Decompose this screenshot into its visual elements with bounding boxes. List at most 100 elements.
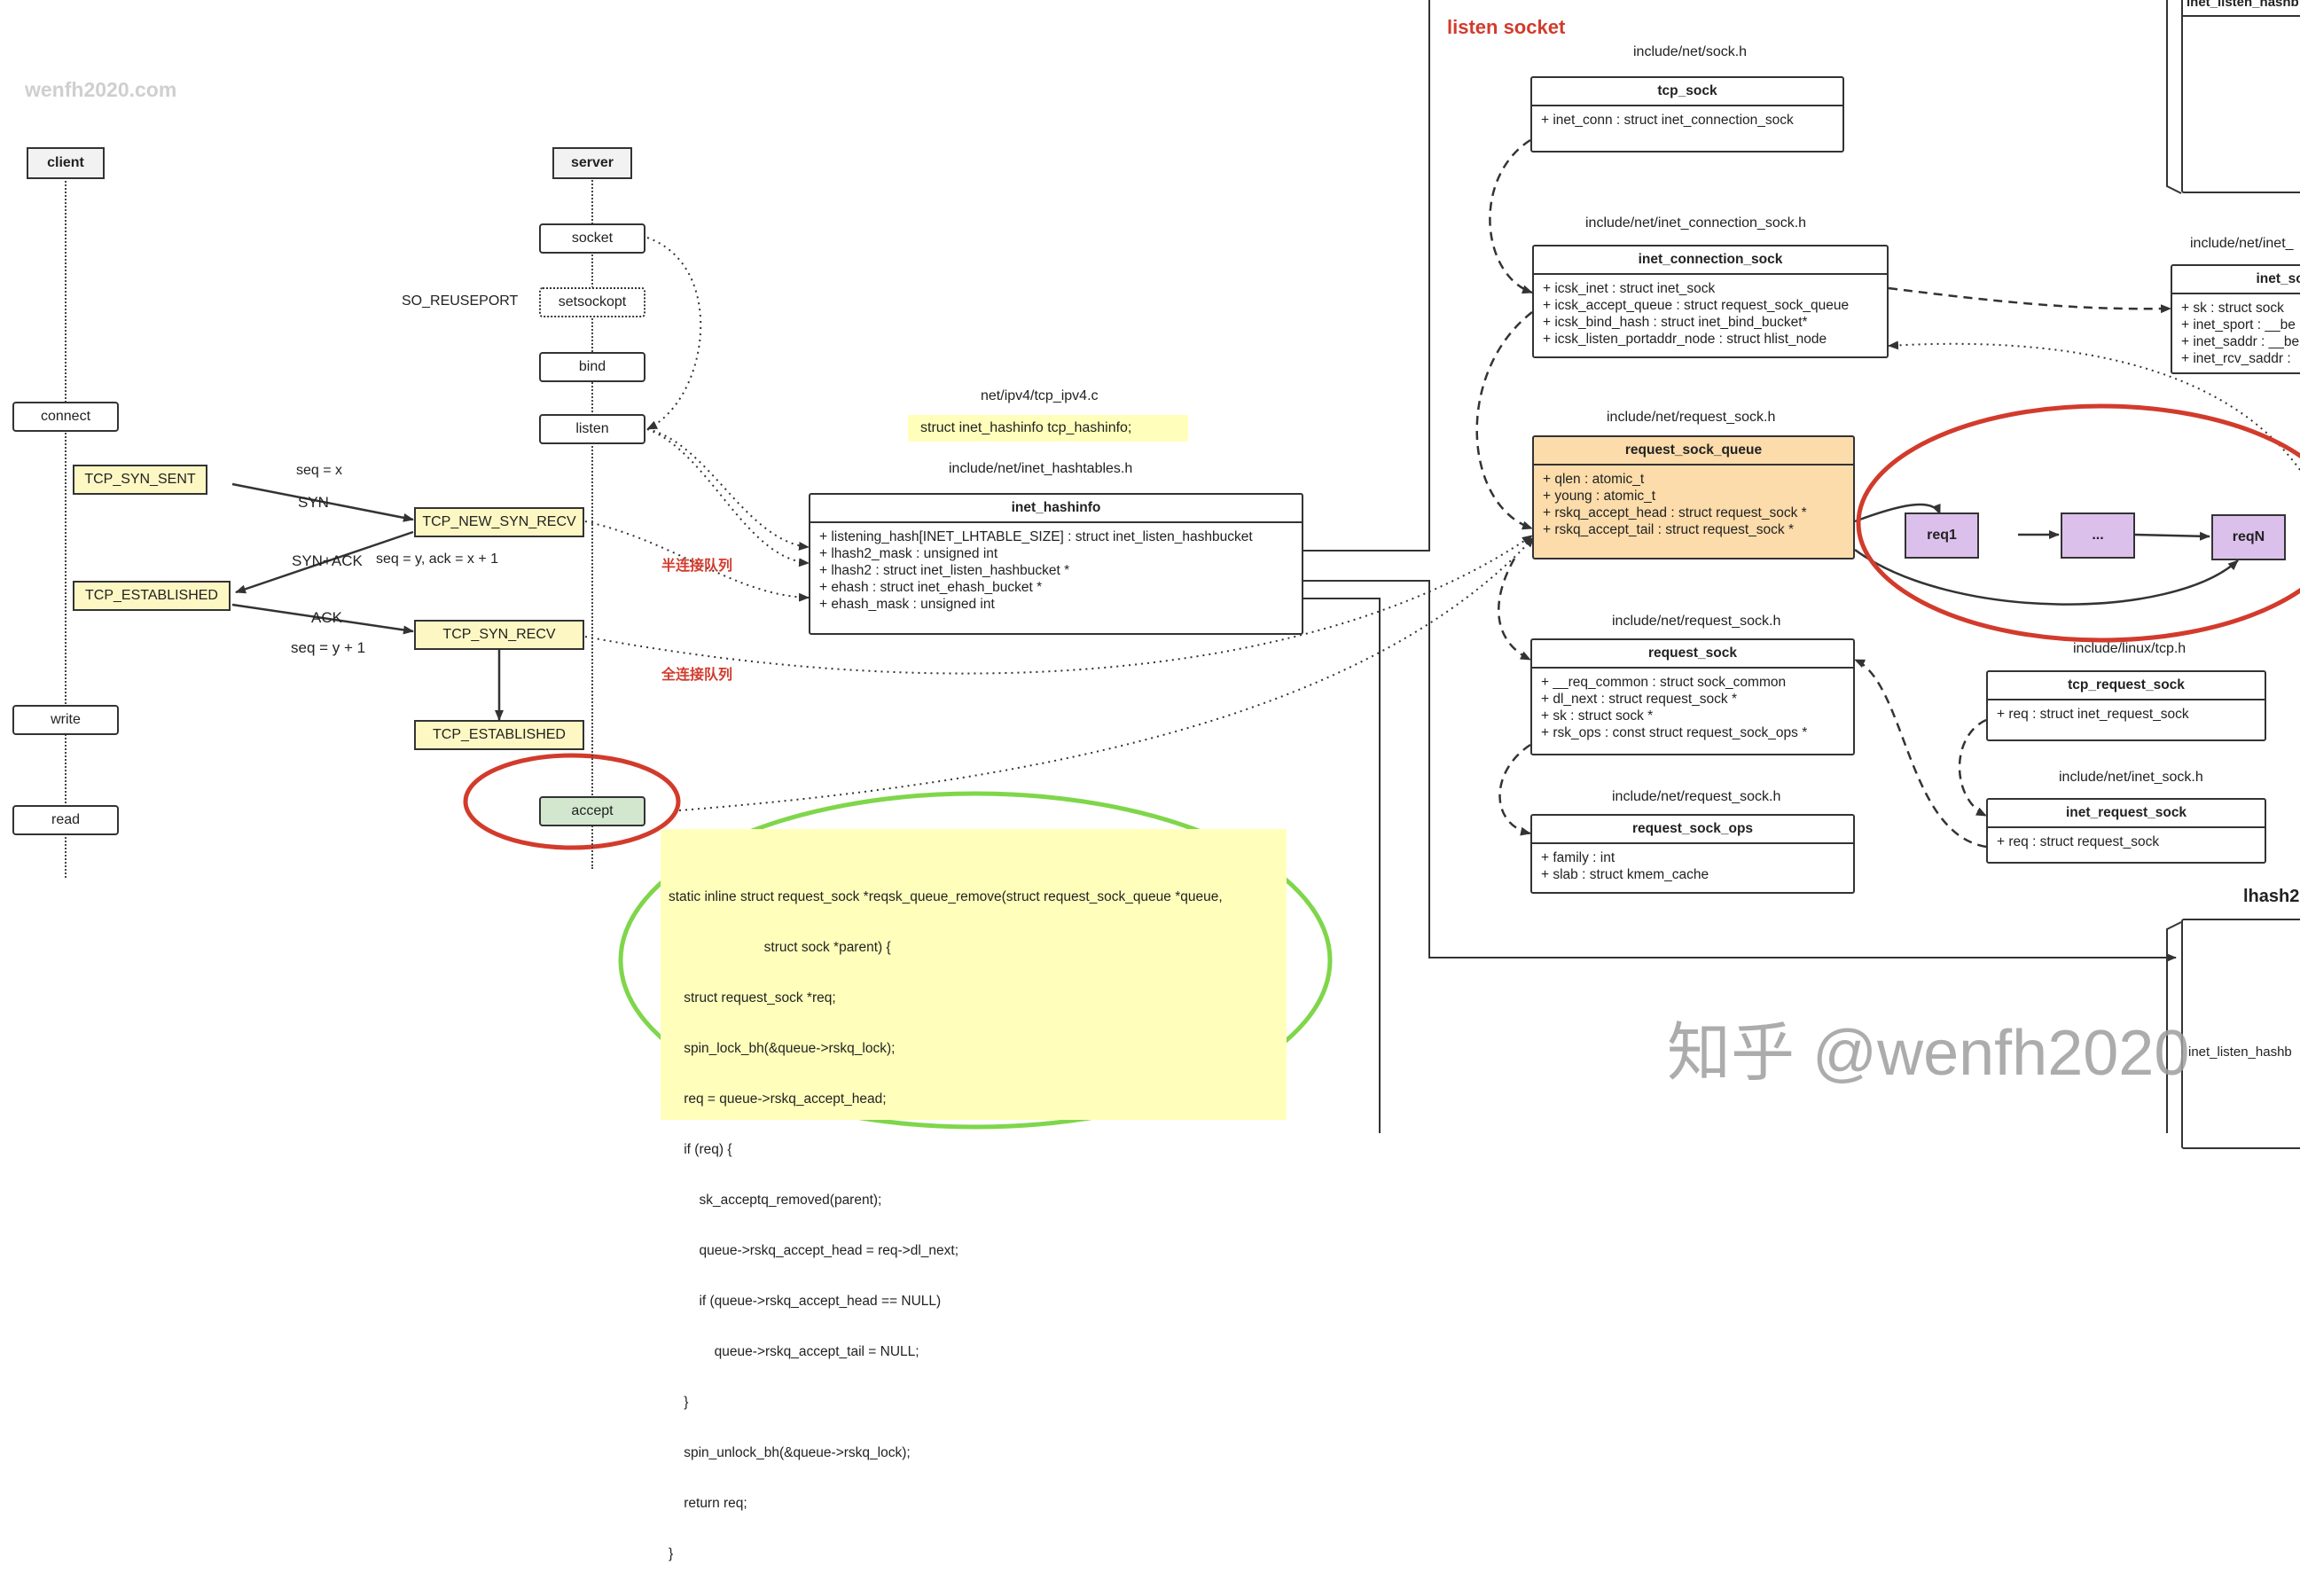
syn-arrow [231,482,414,522]
right-inet-sock-field: + inet_saddr : __be [2181,334,2300,349]
icsk-field: + icsk_bind_hash : struct inet_bind_buck… [1543,315,1808,330]
client-lifeline [65,177,66,878]
request-sock-to-ops-link [1498,743,1531,836]
tcp-sock-fields: + inet_conn : struct inet_connection_soc… [1532,106,1842,134]
syn-recv-to-queue-link [584,535,1533,675]
request-sock-ops-struct: request_sock_ops + family : int + slab :… [1530,814,1855,894]
hashinfo-field: + ehash_mask : unsigned int [819,597,995,612]
icsk-to-queue-link [1475,311,1533,530]
queue-field: + qlen : atomic_t [1543,472,1645,487]
reqn-node: reqN [2211,514,2286,560]
right-bottom-title: inet_listen_hashb [2188,1044,2292,1060]
right-inet-sock-file-label: include/net/inet_ [2190,236,2294,251]
ack-arrow [231,603,414,635]
tcp-ipv4-file-label: net/ipv4/tcp_ipv4.c [981,388,1099,403]
queue-to-request-sock-link [1497,558,1531,661]
inet-request-sock-file-label: include/net/inet_sock.h [2059,770,2203,785]
inet-request-to-request-sock-link [1854,658,1987,849]
request-sock-ops-fields: + family : int + slab : struct kmem_cach… [1532,844,1853,888]
queue-to-req1-arrow [1854,503,1942,523]
inet-request-sock-title: inet_request_sock [1988,800,2265,828]
inet-connection-sock-struct: inet_connection_sock + icsk_inet : struc… [1532,245,1889,358]
state-established-client: TCP_ESTABLISHED [73,581,231,611]
hashinfo-to-listen-socket-line [1303,0,1430,552]
code-line: return req; [669,1496,747,1511]
state-established-server: TCP_ESTABLISHED [414,720,584,750]
queue-tail-to-reqn-arrow [1854,548,2239,606]
right-inet-sock-field: + sk : struct sock [2181,301,2284,316]
inet-hashinfo-title: inet_hashinfo [810,495,1302,523]
icsk-file-label: include/net/inet_connection_sock.h [1585,215,1807,231]
seq-y1-label: seq = y + 1 [291,639,366,656]
accept-highlight-ellipse [463,753,681,850]
socket-step: socket [539,223,645,254]
request-sock-fields: + __req_common : struct sock_common + dl… [1532,669,1853,747]
code-block: static inline struct request_sock *reqsk… [669,855,1223,1596]
right-inet-sock-fields: + sk : struct sock + inet_sport : __be +… [2172,294,2300,372]
req1-node: req1 [1905,512,1979,559]
hashinfo-field: + lhash2 : struct inet_listen_hashbucket… [819,563,1070,578]
queue-file-label: include/net/request_sock.h [1607,410,1776,425]
lhash2-label: lhash2 [2243,887,2300,906]
tcp-sock-to-icsk-link [1489,138,1533,294]
icsk-title: inet_connection_sock [1534,246,1887,275]
code-line: if (queue->rskq_accept_head == NULL) [669,1294,942,1309]
listen-to-hashinfo-link-2 [646,428,810,567]
right-inet-sock-field: + inet_rcv_saddr : [2181,351,2291,366]
request-sock-title: request_sock [1532,640,1853,669]
ellipsis-to-reqn-arrow [2132,531,2210,541]
listen-step: listen [539,414,645,444]
tcp-request-sock-fields: + req : struct inet_request_sock [1988,700,2265,728]
icsk-to-inet-sock-link [1888,286,2171,314]
queue-field: + rskq_accept_head : struct request_sock… [1543,505,1807,520]
watermark-top: wenfh2020.com [25,78,177,101]
right-bottom-partial-struct: inet_listen_hashb [2181,919,2300,1149]
tcp-request-sock-field: + req : struct inet_request_sock [1997,707,2189,722]
request-sock-ops-file-label: include/net/request_sock.h [1612,789,1781,804]
request-sock-field: + rsk_ops : const struct request_sock_op… [1541,725,1808,740]
code-note [661,829,1287,1120]
state-syn-recv: TCP_SYN_RECV [414,620,584,650]
tcp-request-to-inet-request-link [1958,718,1987,818]
ack-label: ACK [311,609,342,626]
inet-request-sock-fields: + req : struct request_sock [1988,828,2265,856]
hashinfo-ehash-line [1303,598,1381,1133]
request-sock-field: + __req_common : struct sock_common [1541,675,1787,690]
listen-socket-label: listen socket [1447,16,1566,38]
state-new-syn-recv: TCP_NEW_SYN_RECV [414,507,584,537]
code-line: if (req) { [669,1142,732,1157]
request-sock-field: + sk : struct sock * [1541,708,1654,724]
write-step: write [12,705,119,735]
read-step: read [12,805,119,835]
tcp-request-sock-struct: tcp_request_sock + req : struct inet_req… [1986,670,2266,741]
seq-y-ack-label: seq = y, ack = x + 1 [376,552,498,567]
server-lifeline [591,177,593,869]
code-line: spin_lock_bh(&queue->rskq_lock); [669,1041,896,1056]
right-top-partial-struct: inet_listen_hashb [2181,0,2300,193]
socket-to-listen-link [646,237,702,430]
code-line: spin_unlock_bh(&queue->rskq_lock); [669,1445,911,1460]
code-line: queue->rskq_accept_tail = NULL; [669,1344,919,1359]
right-bottom-bracket [2166,921,2182,1133]
inet-request-sock-field: + req : struct request_sock [1997,834,2160,849]
request-sock-ops-field: + family : int [1541,850,1615,865]
code-line: queue->rskq_accept_head = req->dl_next; [669,1243,959,1258]
seq-x-label: seq = x [296,463,343,478]
code-line: req = queue->rskq_accept_head; [669,1091,887,1107]
tcp-sock-file-label: include/net/sock.h [1633,44,1748,59]
tcp-request-sock-title: tcp_request_sock [1988,672,2265,700]
request-sock-queue-struct: request_sock_queue + qlen : atomic_t + y… [1532,435,1855,559]
tcp-hashinfo-note-text: struct inet_hashinfo tcp_hashinfo; [920,420,1132,435]
inet-hashinfo-struct: inet_hashinfo + listening_hash[INET_LHTA… [809,493,1303,635]
state-syn-sent: TCP_SYN_SENT [73,465,207,495]
connector-layer [231,0,2300,1133]
inet-request-sock-struct: inet_request_sock + req : struct request… [1986,798,2266,864]
tcp-sock-field: + inet_conn : struct inet_connection_soc… [1541,113,1794,128]
right-inet-sock-title: inet_sock [2172,266,2300,294]
tcp-request-sock-file-label: include/linux/tcp.h [2073,641,2187,656]
icsk-fields: + icsk_inet : struct inet_sock + icsk_ac… [1534,275,1887,353]
accept-step: accept [539,796,645,826]
icsk-field: + icsk_accept_queue : struct request_soc… [1543,298,1850,313]
hashinfo-field: + lhash2_mask : unsigned int [819,546,998,561]
tcp-sock-title: tcp_sock [1532,78,1842,106]
